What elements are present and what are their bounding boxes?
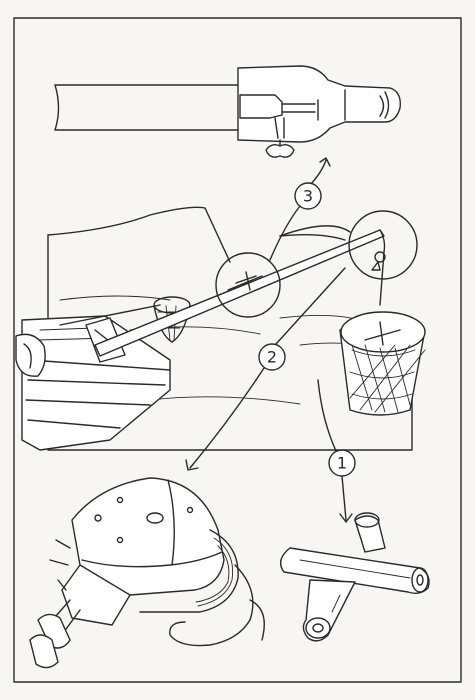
callout-2-to-tip — [275, 267, 346, 345]
cross-stick-detail — [279, 512, 430, 642]
callout-2-leader — [189, 367, 265, 469]
callout-3-label: 3 — [303, 187, 313, 206]
callout-2-arrowhead — [185, 459, 199, 471]
callout-2: 2 — [258, 343, 286, 371]
callout-1-label: 1 — [337, 454, 347, 473]
callout-1-leader — [341, 475, 347, 521]
callout-3-to-reel — [269, 205, 301, 261]
reel-detail — [29, 477, 265, 669]
callout-1: 1 — [328, 449, 356, 477]
page-border — [13, 17, 462, 683]
tip-pulley — [374, 251, 386, 263]
callout-3-leader — [309, 159, 327, 186]
callout-2-label: 2 — [267, 348, 277, 367]
reel-magnifier — [215, 252, 281, 318]
callout-1-arrowhead — [339, 513, 353, 523]
fishing-rod — [94, 229, 386, 357]
boat-scene — [15, 206, 413, 451]
reel-mark — [235, 271, 257, 291]
tip-connector — [279, 225, 351, 237]
bait-basket — [339, 311, 426, 416]
callout-1-to-basket — [317, 379, 337, 452]
clamp-detail — [54, 65, 401, 158]
tip-magnifier — [348, 210, 418, 280]
callout-3-arrowhead — [319, 157, 331, 167]
callout-3: 3 — [294, 182, 322, 210]
